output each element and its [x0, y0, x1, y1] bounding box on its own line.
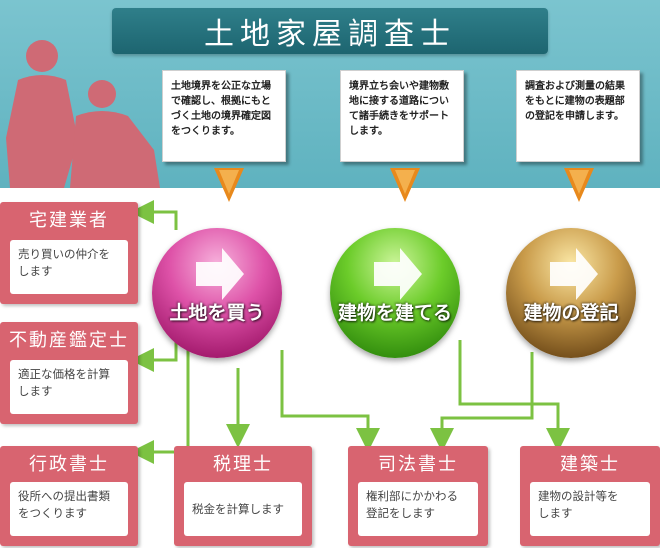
note-text: 地に接する道路につい: [349, 96, 449, 107]
build-house-orb[interactable]: 建物を建てる: [330, 228, 460, 358]
note-text: づく土地の境界確定図: [171, 111, 271, 122]
card-appraiser[interactable]: 不動産鑑定士 適正な価格を計算 します: [0, 322, 138, 424]
card-text: 売り買いの仲介を: [18, 247, 110, 261]
note-text: 土地境界を公正な立場: [171, 81, 271, 92]
card-title: 宅建業者: [29, 210, 109, 231]
building-registration-orb[interactable]: 建物の登記: [506, 228, 636, 358]
orb-label: 土地を買う: [169, 302, 265, 324]
note-text: 境界立ち会いや建物敷: [349, 81, 449, 92]
card-text: します: [538, 506, 573, 520]
note-3: 調査および測量の結果 をもとに建物の表題部 の登記を申請します。: [516, 70, 640, 162]
buy-land-orb[interactable]: 土地を買う: [152, 228, 282, 358]
pointer-triangle-icon: [564, 168, 594, 202]
note-text: て諸手続きをサポート: [349, 111, 449, 122]
card-text: 建物の設計等を: [538, 489, 619, 503]
note-1: 土地境界を公正な立場 で確認し、根拠にもと づく土地の境界確定図 をつくります。: [162, 70, 286, 162]
arrow-right-icon: [196, 248, 244, 300]
card-text: します: [18, 384, 53, 398]
card-tax-accountant[interactable]: 税理士 税金を計算します: [174, 446, 312, 546]
pointer-triangle-icon: [214, 168, 244, 202]
card-text: 適正な価格を計算: [18, 367, 110, 381]
card-judicial-scrivener[interactable]: 司法書士 権利部にかかわる 登記をします: [348, 446, 488, 546]
card-title: 行政書士: [29, 454, 109, 475]
note-text: で確認し、根拠にもと: [171, 96, 271, 107]
card-body: 税金を計算します: [184, 482, 302, 536]
orb-label: 建物の登記: [523, 302, 619, 324]
orb-label: 建物を建てる: [337, 302, 452, 324]
card-text: 権利部にかかわる: [366, 489, 458, 503]
arrow-right-icon: [550, 248, 598, 300]
arrow-right-icon: [374, 248, 422, 300]
note-text: をつくります。: [171, 126, 240, 137]
note-2: 境界立ち会いや建物敷 地に接する道路につい て諸手続きをサポート します。: [340, 70, 464, 162]
page-title: 土地家屋調査士: [112, 8, 548, 54]
note-text: をもとに建物の表題部: [525, 96, 625, 107]
card-real-estate-agent[interactable]: 宅建業者 売り買いの仲介を します: [0, 202, 138, 304]
card-body: 権利部にかかわる 登記をします: [358, 482, 478, 536]
card-body: 建物の設計等を します: [530, 482, 650, 536]
card-body: 売り買いの仲介を します: [10, 240, 128, 294]
card-text: します: [18, 264, 53, 278]
pointer-triangle-icon: [390, 168, 420, 202]
card-title: 不動産鑑定士: [9, 330, 129, 351]
card-architect[interactable]: 建築士 建物の設計等を します: [520, 446, 660, 546]
card-administrative-scrivener[interactable]: 行政書士 役所への提出書類 をつくります: [0, 446, 138, 546]
card-text: をつくります: [18, 506, 87, 520]
card-text: 役所への提出書類: [18, 489, 110, 503]
card-text: 登記をします: [366, 506, 435, 520]
note-text: 調査および測量の結果: [525, 81, 625, 92]
card-title: 建築士: [560, 454, 620, 475]
people-silhouette-icon: [6, 40, 160, 188]
card-body: 適正な価格を計算 します: [10, 360, 128, 414]
card-text: 税金を計算します: [192, 501, 284, 516]
note-text: します。: [349, 126, 388, 137]
note-text: の登記を申請します。: [525, 111, 624, 122]
card-body: 役所への提出書類 をつくります: [10, 482, 128, 536]
card-title: 司法書士: [378, 454, 458, 475]
card-title: 税理士: [213, 454, 273, 475]
